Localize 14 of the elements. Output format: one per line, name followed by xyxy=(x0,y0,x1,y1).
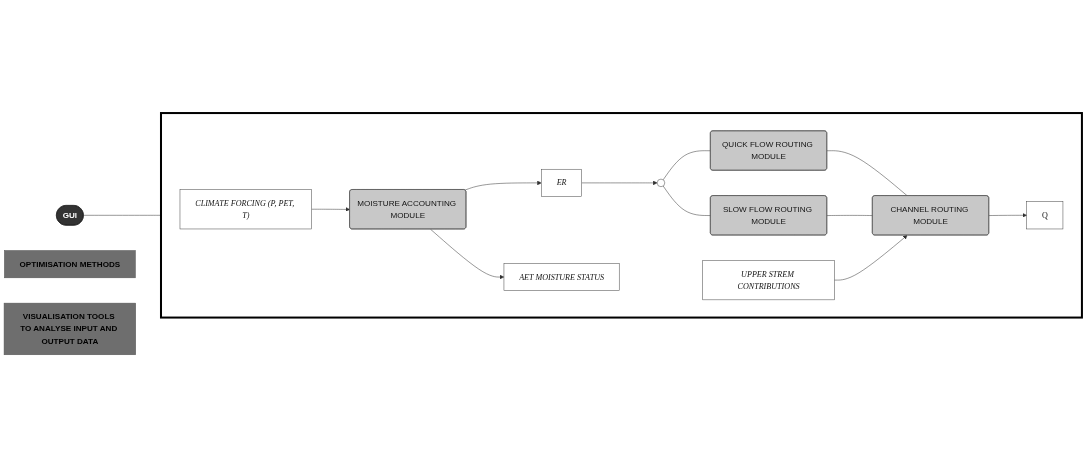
node-box: OPTIMISATION METHODS xyxy=(4,250,136,279)
cluster xyxy=(160,112,1083,319)
node-box: ER xyxy=(541,169,582,197)
connector xyxy=(826,215,873,216)
connector xyxy=(83,215,162,216)
connector xyxy=(662,185,711,216)
node-box: CLIMATE FORCING (P, PET, T) xyxy=(179,189,312,230)
connector xyxy=(662,150,711,181)
node-box: Q xyxy=(1026,201,1064,230)
connector xyxy=(826,150,908,197)
node-box: AET MOISTURE STATUS xyxy=(503,263,620,292)
node-box: VISUALISATION TOOLS TO ANALYSE INPUT AND OUTPUT DATA xyxy=(3,302,136,356)
node-box: UPPER STREM CONTRIBUTIONS xyxy=(702,260,835,301)
node-circle xyxy=(656,178,666,188)
